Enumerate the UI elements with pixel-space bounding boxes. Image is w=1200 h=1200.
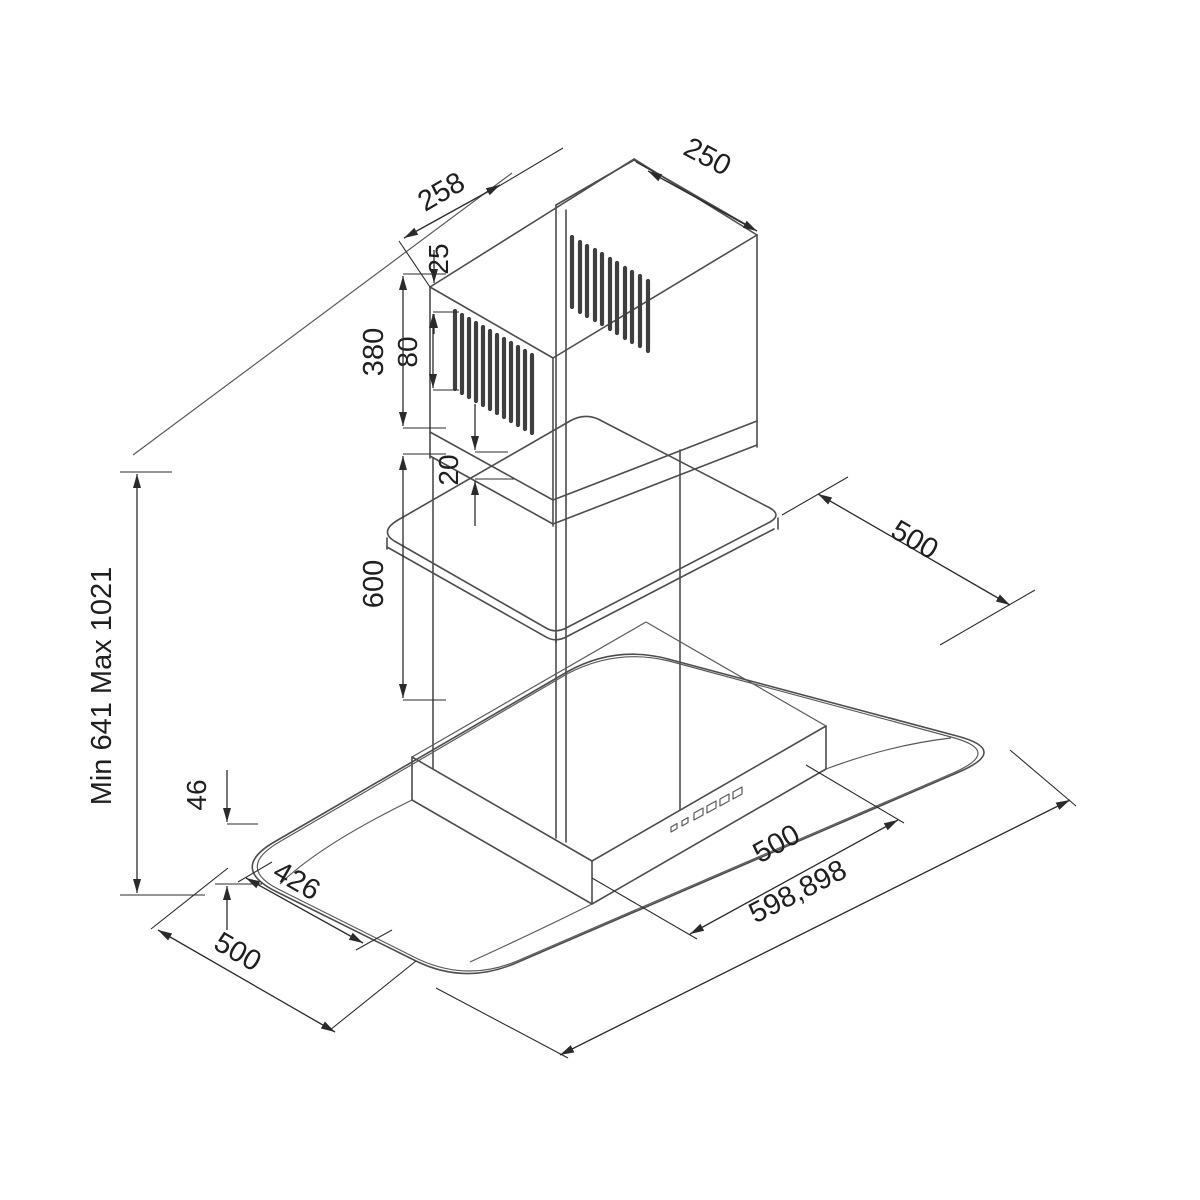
dim-vent-height: 80: [392, 311, 459, 391]
dim-lower-chimney: 600: [358, 453, 446, 701]
dim-total-width: 598,898: [435, 749, 1077, 1059]
dim-body-height: 46: [181, 770, 262, 930]
dim-label-min-max-height: Min 641 Max 1021: [86, 567, 118, 806]
button-3: [693, 807, 704, 821]
dim-mounting-height: Min 641 Max 1021: [86, 471, 205, 896]
glass-visor: [251, 653, 985, 975]
dim-shelf-depth: 500: [781, 476, 1036, 646]
dim-vent-offset: 25: [423, 243, 454, 334]
button-2: [681, 816, 689, 827]
dim-front-flat-width: 500: [591, 764, 905, 940]
button-5: [719, 793, 730, 807]
dim-label-600: 600: [358, 560, 390, 608]
dim-chimney-top-width: 250: [635, 132, 758, 232]
dim-bottom-inset-depth: 426: [237, 855, 393, 951]
dim-label-20: 20: [433, 454, 464, 485]
dim-upper-chimney: 380: [358, 273, 446, 429]
dim-label-500-width: 500: [748, 818, 806, 869]
chimney-upper-duct: [429, 158, 758, 527]
dim-label-426: 426: [268, 855, 326, 907]
dim-hood-depth: 500: [150, 867, 417, 1033]
dim-label-46: 46: [181, 779, 212, 810]
vent-grille-left: [452, 308, 535, 436]
dim-label-shelf-500: 500: [886, 514, 944, 566]
dim-label-80: 80: [392, 336, 423, 367]
dim-collar: 20: [433, 404, 514, 526]
button-6: [732, 786, 743, 800]
dim-label-500-depth: 500: [209, 926, 267, 978]
button-4: [706, 800, 717, 814]
button-1: [670, 822, 678, 833]
glass-shelf: [386, 415, 779, 644]
vent-grille-inner: [569, 234, 651, 354]
chimney-lower-duct: [432, 449, 681, 811]
dim-label-25: 25: [423, 243, 454, 274]
dim-label-250: 250: [678, 132, 736, 183]
dim-label-380: 380: [358, 328, 390, 376]
